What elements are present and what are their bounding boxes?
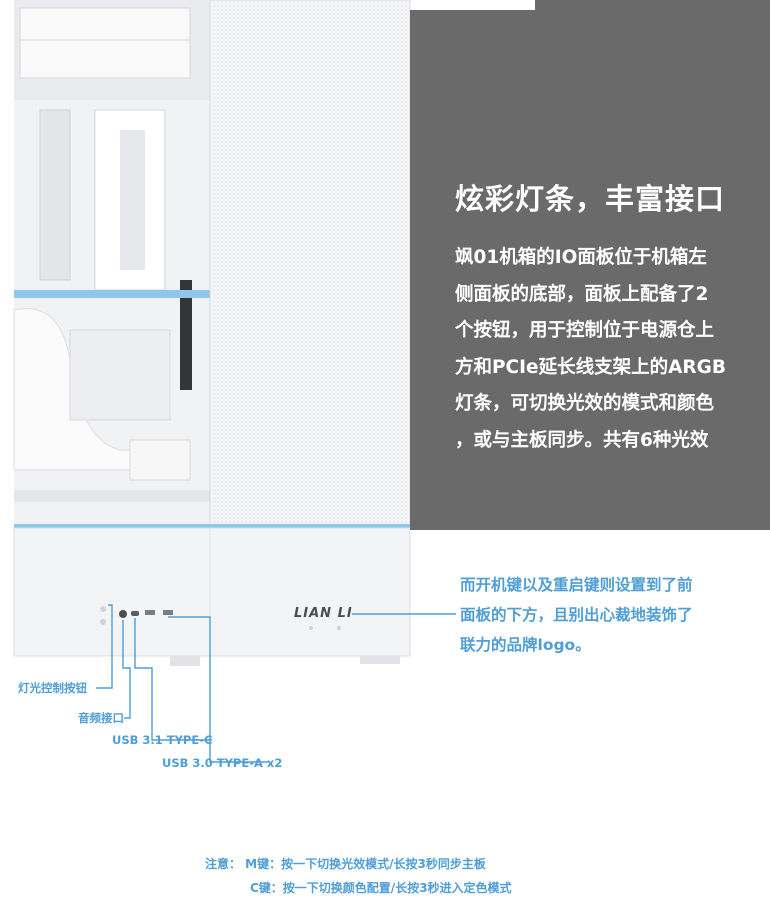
front-mesh-panel [209,0,411,529]
paragraph-line: 方和PCIe延长线支架上的ARGB [455,356,726,378]
usb-a-port[interactable] [145,610,155,615]
paragraph-line: 灯条，可切换光效的模式和颜色 [455,393,715,414]
light-button-label: 灯光控制按钮 [18,681,87,695]
info-panel [410,10,770,530]
paragraph-line: 个按钮，用于控制位于电源仓上 [455,320,715,341]
usb-c-label: USB 3.1 TYPE-C [112,733,213,747]
paragraph-line: 飒01机箱的IO面板位于机箱左 [455,247,707,268]
button-notes: 注意： M键：按一下切换光效模式/长按3秒同步主板 C键：按一下切换颜色配置/长… [205,852,512,900]
info-panel-notch [535,0,770,12]
section-heading: 炫彩灯条，丰富接口 [455,182,726,216]
usb-a-port[interactable] [163,610,173,615]
psu-shroud [13,527,411,657]
audio-jack[interactable] [119,610,127,618]
paragraph-line: 侧面板的底部，面板上配备了2 [455,283,709,305]
audio-label: 音频接口 [78,711,124,725]
callout-lines [96,604,456,763]
usb-c-port[interactable] [131,611,139,616]
m-button[interactable] [100,606,106,612]
psu-led-strip [14,524,410,528]
paragraph-line: ，或与主板同步。共有6种光效 [455,429,709,451]
c-button[interactable] [100,619,106,625]
description-paragraph: 飒01机箱的IO面板位于机箱左 侧面板的底部，面板上配备了2 个按钮，用于控制位… [455,240,755,459]
note-m-key: 注意： M键：按一下切换光效模式/长按3秒同步主板 [205,857,486,871]
note-c-key: C键：按一下切换颜色配置/长按3秒进入定色模式 [250,881,512,895]
power-button[interactable] [309,626,313,630]
reset-button[interactable] [337,626,341,630]
note-line: 联力的品牌logo。 [460,636,591,654]
gpu-bracket [180,280,192,390]
front-panel-note: 而开机键以及重启键则设置到了前 面板的下方，且别出心裁地装饰了 联力的品牌log… [460,570,693,660]
note-line: 而开机键以及重启键则设置到了前 [460,576,693,594]
brand-logo: LIAN LI [294,606,353,621]
usb-a-label: USB 3.0 TYPE-A x2 [162,756,283,770]
note-line: 面板的下方，且别出心裁地装饰了 [460,606,693,624]
pcie-led-strip [14,290,210,298]
